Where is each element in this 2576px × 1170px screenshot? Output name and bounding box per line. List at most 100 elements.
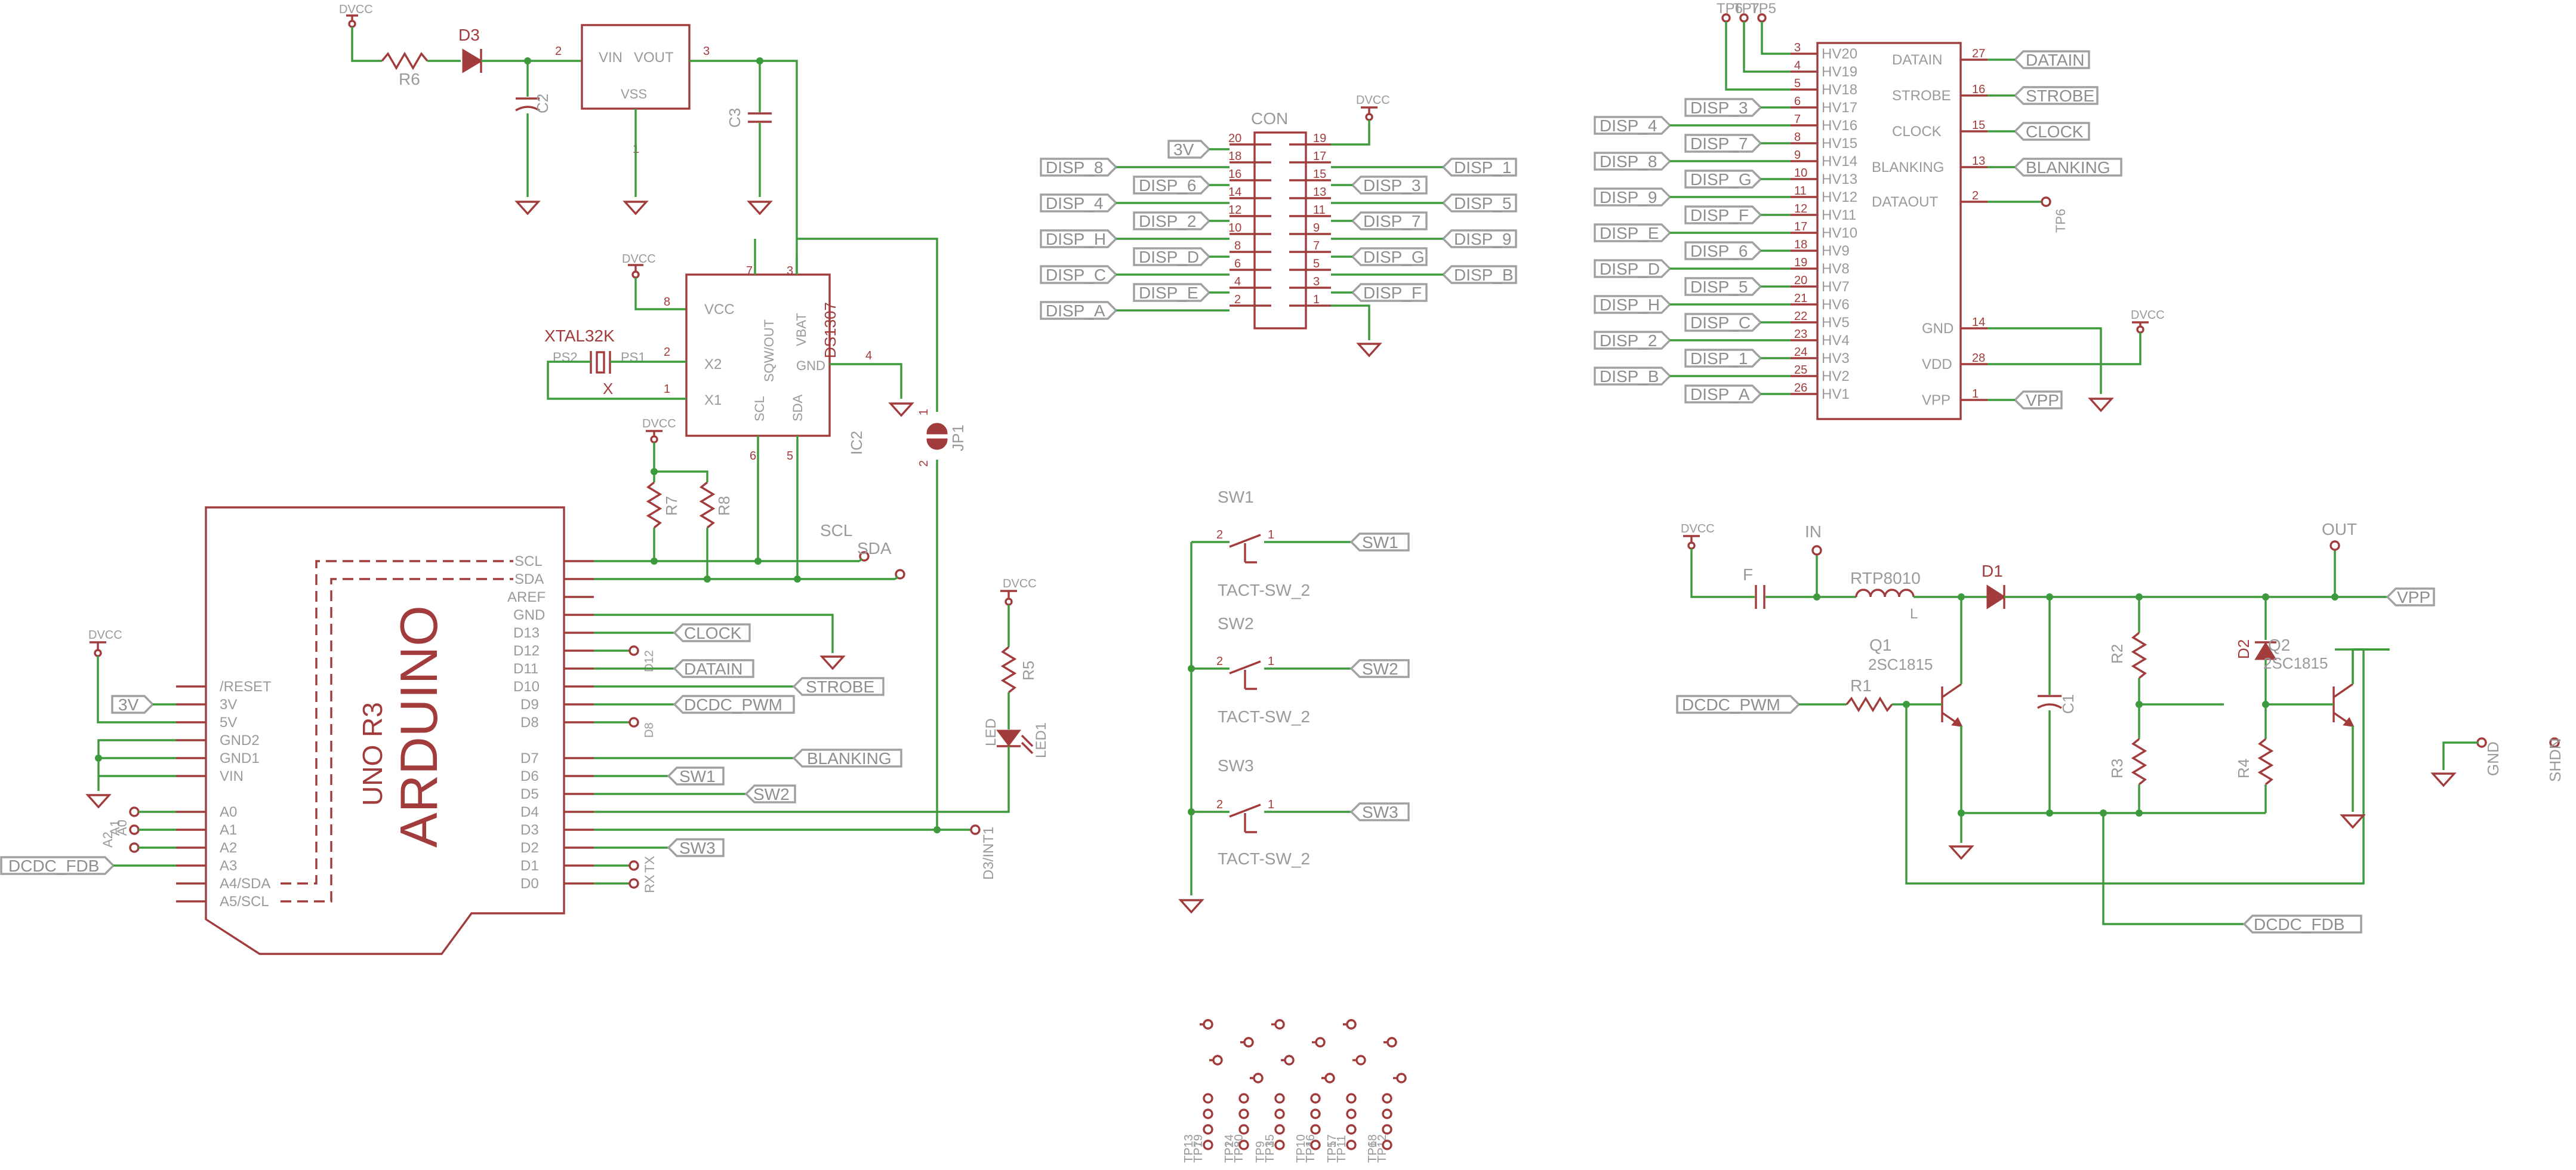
flag-disp8-con[interactable] [1040, 158, 1118, 177]
flag-dispd-con[interactable] [1133, 247, 1211, 266]
flag-disp2-driver-far[interactable] [1594, 331, 1672, 350]
flag-disp1-driver[interactable] [1684, 349, 1762, 368]
flag-dispc-driver[interactable] [1684, 313, 1762, 332]
hv-pin-number: 7 [1794, 113, 1801, 126]
led-block: DVCC R5 LED LED1 [983, 577, 1049, 758]
hv-pin-name: HV16 [1822, 118, 1857, 134]
flag-vpp-driver[interactable] [2013, 390, 2063, 410]
flag-strobe-arduino[interactable] [792, 677, 885, 696]
flag-dispe-driver-far[interactable] [1594, 223, 1672, 242]
sw2-switch-icon [1229, 660, 1261, 675]
flag-disp8-driver-far[interactable] [1594, 152, 1672, 171]
flag-datain-arduino[interactable] [673, 659, 754, 678]
flag-dispb-driver-far[interactable] [1594, 367, 1672, 386]
arduino-name: ARDUINO [389, 605, 448, 848]
test-point-label: TP6 [1366, 1141, 1379, 1163]
flag-disp3-driver[interactable] [1684, 98, 1762, 117]
flag-dispc-con[interactable] [1040, 265, 1118, 284]
flag-disph-driver-far[interactable] [1594, 295, 1672, 314]
hv-pin-name: HV8 [1822, 261, 1850, 277]
flag-dispa-driver[interactable] [1684, 384, 1762, 404]
flag-disp7-con[interactable] [1351, 211, 1428, 230]
svg-text:D2: D2 [520, 840, 539, 856]
flag-disp7-driver[interactable] [1684, 134, 1762, 153]
hv-pin-number: 9 [1794, 149, 1801, 162]
flag-text: DISP_1 [1690, 349, 1748, 368]
flag-sw2-switch[interactable] [1349, 659, 1410, 678]
flag-dcdc-fdb-dcdc[interactable] [2242, 915, 2362, 934]
svg-text:DISP_B: DISP_B [1454, 266, 1514, 284]
flag-disp5-con[interactable] [1441, 193, 1517, 213]
flag-disp4-con[interactable] [1040, 193, 1118, 213]
svg-text:LED: LED [983, 718, 999, 746]
flag-disp6-con[interactable] [1133, 176, 1211, 195]
flag-dispe-con[interactable] [1133, 283, 1211, 302]
flag-disph-con[interactable] [1040, 229, 1118, 248]
test-point-label: TP2 [1223, 1141, 1236, 1163]
flag-disp1-con[interactable] [1441, 158, 1517, 177]
flag-datain-driver[interactable] [2013, 50, 2090, 69]
flag-disp4-driver-far[interactable] [1594, 116, 1672, 135]
flag-disp9-con[interactable] [1441, 229, 1517, 248]
flag-dispa-con[interactable] [1040, 301, 1118, 320]
test-point-label: TP5 [1326, 1141, 1339, 1163]
flag-sw3-switch[interactable] [1349, 802, 1410, 821]
flag-disp3-con[interactable] [1351, 176, 1428, 195]
flag-clock-arduino[interactable] [673, 623, 751, 642]
hv-pin-number: 18 [1794, 238, 1807, 251]
svg-text:SCL: SCL [514, 553, 543, 569]
flag-dcdc-pwm-arduino[interactable] [673, 695, 795, 714]
svg-text:1: 1 [1268, 655, 1274, 668]
flag-dcdc-pwm-dcdc[interactable] [1676, 695, 1801, 714]
svg-text:DISP_G: DISP_G [1363, 248, 1425, 266]
svg-text:D12: D12 [643, 650, 656, 672]
svg-text:5: 5 [1313, 257, 1320, 270]
hv-pin-name: DATAIN [1892, 52, 1942, 68]
flag-strobe-driver[interactable] [2013, 86, 2099, 105]
svg-text:GND: GND [796, 358, 825, 373]
inductor-icon [1855, 589, 1915, 598]
flag-blanking-driver[interactable] [2013, 158, 2122, 177]
flag-dispg-con[interactable] [1351, 247, 1428, 266]
flag-text: DISP_9 [1600, 188, 1657, 207]
svg-text:BLANKING: BLANKING [2026, 158, 2110, 177]
svg-text:RTP8010: RTP8010 [1850, 569, 1921, 587]
hv-pin-number: 26 [1794, 381, 1807, 395]
svg-text:DISP_7: DISP_7 [1363, 212, 1421, 230]
flag-disp9-driver-far[interactable] [1594, 187, 1672, 207]
flag-3v-arduino[interactable] [111, 695, 155, 714]
flag-dispf-con[interactable] [1351, 283, 1428, 302]
flag-sw1-arduino[interactable] [667, 766, 725, 786]
svg-text:3: 3 [1313, 275, 1320, 288]
flag-sw3-arduino[interactable] [667, 838, 725, 857]
svg-text:D4: D4 [520, 804, 539, 820]
flag-dispb-con[interactable] [1441, 265, 1517, 284]
svg-text:17: 17 [1313, 150, 1326, 163]
flag-dispg-driver[interactable] [1684, 170, 1762, 189]
flag-dispd-driver-far[interactable] [1594, 259, 1672, 278]
flag-disp5-driver[interactable] [1684, 277, 1762, 296]
svg-text:2: 2 [1216, 528, 1223, 541]
flag-dispf-driver[interactable] [1684, 205, 1762, 224]
flag-sw2-arduino[interactable] [744, 784, 796, 803]
flag-blanking-arduino[interactable] [792, 749, 902, 768]
flag-text: DISP_E [1600, 224, 1659, 242]
flag-sw1-switch[interactable] [1349, 532, 1410, 552]
test-point-icon [1315, 1037, 1326, 1048]
hv-pin-number: 10 [1794, 167, 1807, 180]
r5-label: R5 [1019, 661, 1037, 681]
xtal-label: XTAL32K [544, 327, 615, 345]
hv-pin-name: HV9 [1822, 243, 1850, 259]
sw3-ref: SW3 [1218, 756, 1254, 775]
hv-pin-number: 3 [1794, 41, 1801, 54]
svg-text:CLOCK: CLOCK [2026, 122, 2084, 141]
svg-text:DISP_6: DISP_6 [1139, 176, 1197, 195]
flag-vpp-dcdc[interactable] [2386, 587, 2435, 606]
flag-disp6-driver[interactable] [1684, 241, 1762, 260]
test-point-label: TP13 [1182, 1134, 1195, 1163]
flag-disp2-con[interactable] [1133, 211, 1211, 230]
flag-3v-con[interactable] [1167, 140, 1211, 159]
flag-text: DISP_6 [1690, 242, 1748, 260]
flag-clock-driver[interactable] [2013, 122, 2090, 141]
flag-dcdc-fdb-arduino[interactable] [0, 856, 115, 875]
